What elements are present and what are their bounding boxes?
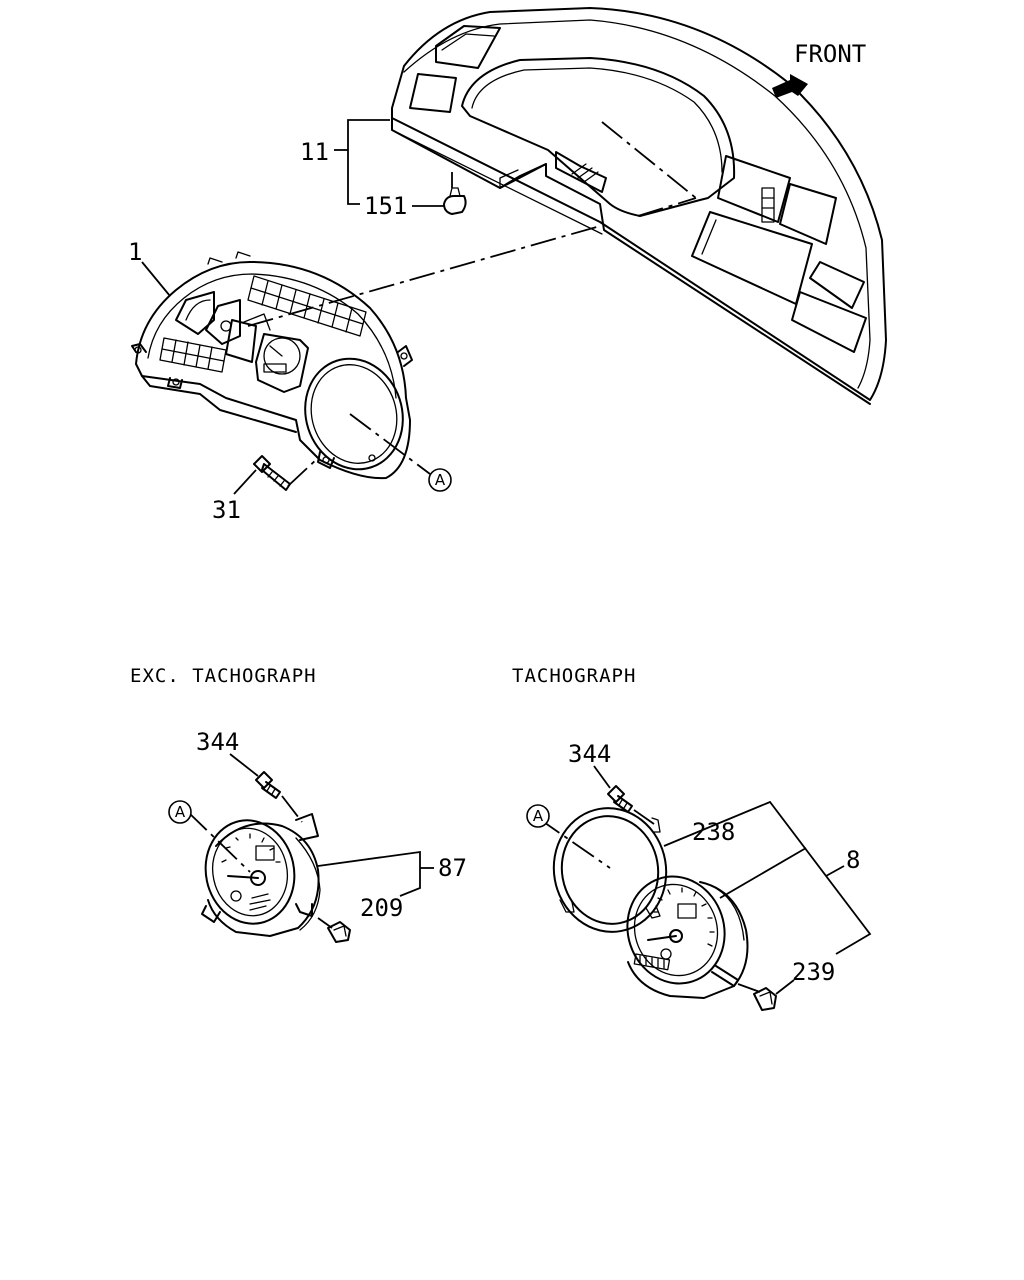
- front-label: FRONT: [794, 40, 866, 68]
- bolt-31: [253, 455, 319, 491]
- callout-209: 209: [360, 894, 403, 922]
- front-arrow-icon: [772, 74, 808, 98]
- screw-344-right: [593, 765, 655, 825]
- vent-grille-upper: [247, 275, 367, 337]
- callout-labels: 1 11 151 31 A 344 A 87 209 344 A 238 8 2…: [128, 138, 860, 986]
- screw-344-left: [229, 753, 303, 823]
- callout-239: 239: [792, 958, 835, 986]
- clip-209: [317, 917, 351, 943]
- clip-239: [753, 979, 795, 1011]
- bracket-11: [334, 119, 444, 207]
- callout-238: 238: [692, 818, 735, 846]
- reference-A-main: A: [428, 468, 452, 492]
- reference-A-right: A: [526, 804, 550, 828]
- instrument-cluster: [131, 225, 601, 480]
- tachograph-bezel-238: [537, 807, 668, 933]
- callout-1: 1: [128, 238, 142, 266]
- vent-grille-lower: [159, 337, 227, 373]
- callout-344-right: 344: [568, 740, 611, 768]
- reference-A-left: A: [168, 800, 192, 824]
- dashboard-panel: [391, 7, 887, 405]
- caption-exc-tachograph: EXC. TACHOGRAPH: [130, 665, 317, 687]
- svg-text:A: A: [175, 803, 186, 821]
- callout-87: 87: [438, 854, 467, 882]
- caption-tachograph: TACHOGRAPH: [512, 665, 636, 687]
- callout-8: 8: [846, 846, 860, 874]
- callout-151: 151: [364, 192, 407, 220]
- bracket-87: [317, 850, 434, 897]
- callout-344-left: 344: [196, 728, 239, 756]
- bracket-8: [663, 800, 872, 955]
- speedometer-87: [187, 811, 321, 937]
- front-direction-indicator: FRONT: [772, 40, 866, 98]
- svg-text:A: A: [435, 471, 446, 489]
- svg-text:A: A: [533, 807, 544, 825]
- tachograph-meter-8: [626, 875, 761, 999]
- callout-31: 31: [212, 496, 241, 524]
- clip-151: [443, 172, 467, 215]
- callout-11: 11: [300, 138, 329, 166]
